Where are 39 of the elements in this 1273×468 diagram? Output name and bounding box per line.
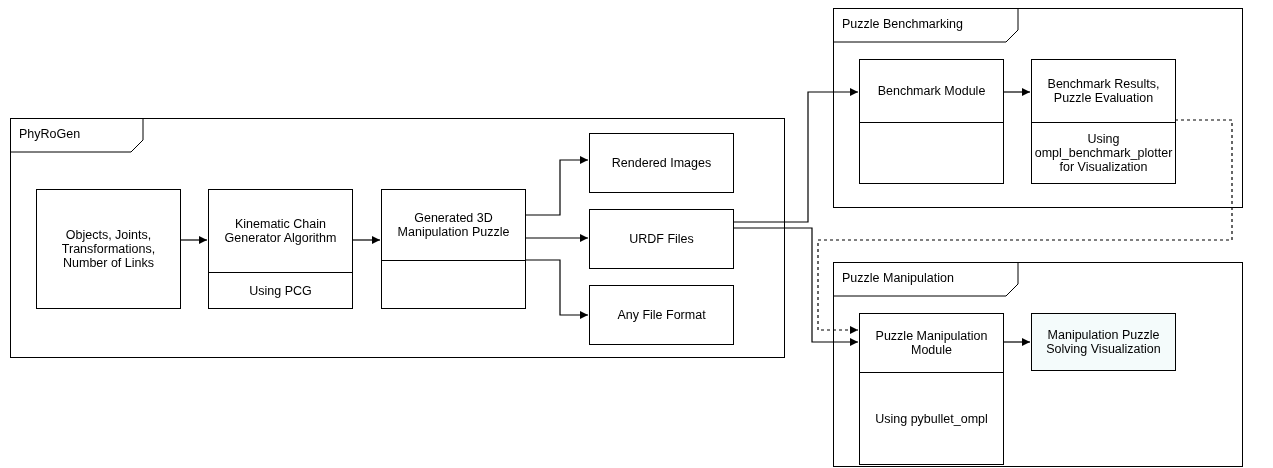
- arrow: [1002, 88, 1031, 96]
- arrow: [524, 234, 589, 242]
- box-label: URDF Files: [629, 232, 694, 246]
- process-box: [1031, 59, 1176, 184]
- box-label: Benchmark Module: [877, 84, 986, 98]
- box-label: Kinematic Chain Generator Algorithm: [223, 217, 338, 245]
- box-label: Objects, Joints, Transformations, Number of Links: [60, 228, 157, 270]
- box-label: Benchmark Results, Puzzle Evaluation: [1046, 77, 1161, 105]
- box-label: Any File Format: [617, 308, 706, 322]
- arrow: [524, 156, 589, 216]
- process-box: [589, 285, 734, 345]
- arrow: [179, 236, 208, 244]
- box-note: Using pybullet_ompl: [875, 411, 988, 426]
- process-box: [36, 189, 181, 309]
- box-label: Generated 3D Manipulation Puzzle: [396, 211, 511, 239]
- group-title: PhyRoGen: [19, 127, 81, 141]
- arrow: [351, 236, 381, 244]
- process-box: [859, 313, 1004, 465]
- process-box: [208, 189, 353, 309]
- box-label: Manipulation Puzzle Solving Visualization: [1045, 328, 1162, 356]
- group-frame: [10, 118, 785, 358]
- group-title: Puzzle Manipulation: [842, 271, 954, 285]
- box-note: Using PCG: [249, 283, 312, 298]
- process-box: [1031, 313, 1176, 371]
- box-note: Using ompl_benchmark_plotter for Visualization: [1034, 132, 1173, 174]
- process-box: [859, 59, 1004, 184]
- group-frame: [833, 8, 1243, 208]
- arrow: [817, 119, 1233, 334]
- arrow: [732, 227, 859, 346]
- arrow: [524, 259, 589, 319]
- group-title: Puzzle Benchmarking: [842, 17, 963, 31]
- group-frame: [833, 262, 1243, 467]
- process-box: [381, 189, 526, 309]
- process-box: [589, 209, 734, 269]
- arrow: [1002, 338, 1031, 346]
- box-label: Puzzle Manipulation Module: [874, 329, 989, 357]
- box-label: Rendered Images: [611, 156, 712, 170]
- process-box: [589, 133, 734, 193]
- arrow: [732, 88, 859, 223]
